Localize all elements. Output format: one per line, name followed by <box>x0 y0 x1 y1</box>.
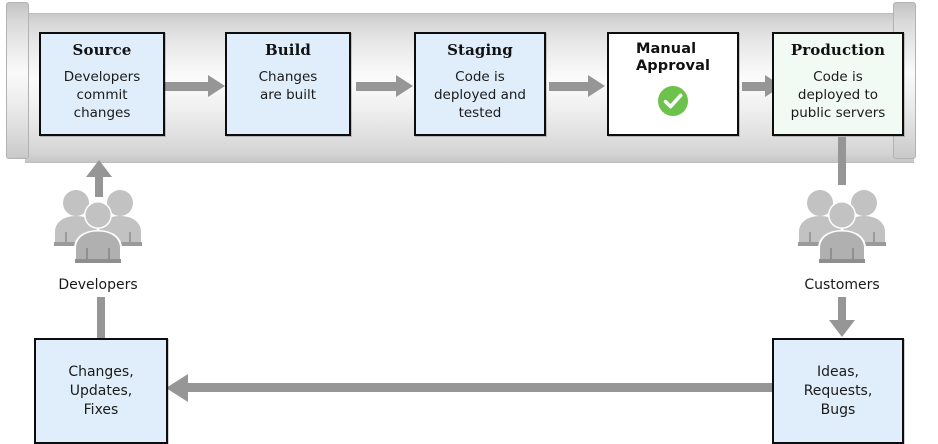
feedback-loop-head <box>166 374 188 402</box>
arrow-build-to-staging-head <box>396 75 413 97</box>
connector-developers-to-changes-box <box>97 297 105 340</box>
people-group-icon-customers <box>796 182 888 268</box>
feedback-box-changes-updates-fixes[interactable]: Changes,Updates,Fixes <box>34 338 168 444</box>
arrow-source-to-build-shaft <box>164 82 212 91</box>
arrow-source-to-build-head <box>208 75 225 97</box>
connector-developers-to-source-shaft <box>95 175 103 197</box>
green-check-icon <box>657 85 689 117</box>
arrow-staging-to-approval-shaft <box>549 82 591 91</box>
stage-title-staging: Staging <box>447 41 513 59</box>
connector-customers-to-ideas-shaft <box>838 297 846 322</box>
arrow-approval-to-production-shaft <box>742 82 770 91</box>
stage-title-build: Build <box>265 41 311 59</box>
people-group-icon-developers <box>52 182 144 268</box>
arrow-staging-to-approval-head <box>588 75 605 97</box>
stage-title-source: Source <box>72 41 132 59</box>
connector-customers-to-ideas-head <box>829 320 855 337</box>
actor-label-customers: Customers <box>804 277 880 293</box>
pipeline-bar-left-cap <box>6 2 29 159</box>
feedback-loop-shaft <box>180 383 775 392</box>
feedback-box-ideas-text: Ideas,Requests,Bugs <box>803 363 873 418</box>
connector-developers-to-source-head <box>86 160 112 177</box>
arrow-build-to-staging-shaft <box>356 82 400 91</box>
feedback-box-ideas-requests-bugs[interactable]: Ideas,Requests,Bugs <box>772 338 904 444</box>
connector-production-to-customers <box>838 137 846 185</box>
stage-title-production: Production <box>790 41 886 59</box>
feedback-box-changes-text: Changes,Updates,Fixes <box>68 363 134 418</box>
actor-label-developers: Developers <box>58 277 138 293</box>
